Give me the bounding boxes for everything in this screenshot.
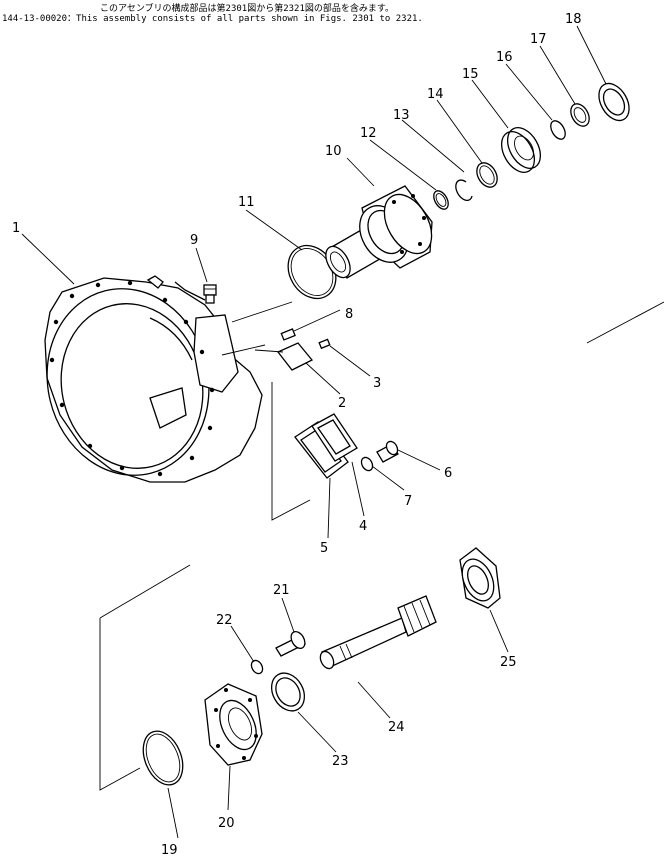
callout-2: 2 [338,396,346,411]
callout-22: 22 [216,613,233,628]
callout-8: 8 [345,307,353,322]
callout-6: 6 [444,466,452,481]
callout-21: 21 [273,583,290,598]
part-5-cover [294,421,349,479]
part-21-bolt [275,630,306,657]
part-8-plug [280,328,296,341]
leader-lines [21,25,607,839]
callout-10: 10 [325,144,342,159]
part-14-spacer-ring [476,162,498,188]
callout-14: 14 [427,87,444,102]
part-17-ring [570,103,590,127]
callout-13: 13 [393,108,410,123]
part-6-bolt [376,440,399,463]
part-10-shaft-flange [325,185,433,279]
header-separator: ： [67,14,77,24]
header-part-number: 144-13-00020 [2,14,68,24]
callout-19: 19 [161,843,178,858]
callout-3: 3 [373,376,381,391]
callout-18: 18 [565,12,582,27]
part-19-o-ring [142,730,184,786]
callout-7: 7 [404,494,412,509]
callout-labels: 1 2 3 4 5 6 7 8 9 10 11 12 13 14 15 16 1… [12,12,582,858]
part-7-washer [360,456,374,472]
callout-1: 1 [12,221,20,236]
callout-9: 9 [190,233,198,248]
boundary-lines [99,301,664,791]
header-english-text: This assembly consists of all parts show… [76,14,423,24]
callout-20: 20 [218,816,235,831]
part-22-washer [250,659,264,675]
part-15-bearing [500,127,542,173]
callout-12: 12 [360,126,377,141]
part-24-shaft [319,595,437,670]
callout-16: 16 [496,50,513,65]
header-english-note: 144-13-00020：This assembly consists of a… [2,11,423,24]
part-25-coupling [459,547,501,609]
callout-24: 24 [388,720,405,735]
part-16-ring [550,120,566,140]
callout-17: 17 [530,32,547,47]
part-18-oil-seal [598,82,630,122]
part-3-plug [318,338,331,350]
part-12-snap-ring [433,190,449,210]
header-japanese-note: このアセンブリの構成部品は第2301図から第2321図の部品を含みます。 [100,4,394,14]
part-2-cover-plate [276,342,314,371]
part-23-seal-ring [270,672,306,712]
part-9-breather [203,284,217,304]
part-1-flywheel-housing [44,275,263,483]
callout-4: 4 [359,519,367,534]
part-13-circlip [455,179,473,201]
part-20-retainer [204,683,263,766]
part-4-gasket [311,413,358,462]
callout-23: 23 [332,754,349,769]
callout-25: 25 [500,655,517,670]
callout-5: 5 [320,541,328,556]
callout-11: 11 [238,195,255,210]
callout-15: 15 [462,67,479,82]
